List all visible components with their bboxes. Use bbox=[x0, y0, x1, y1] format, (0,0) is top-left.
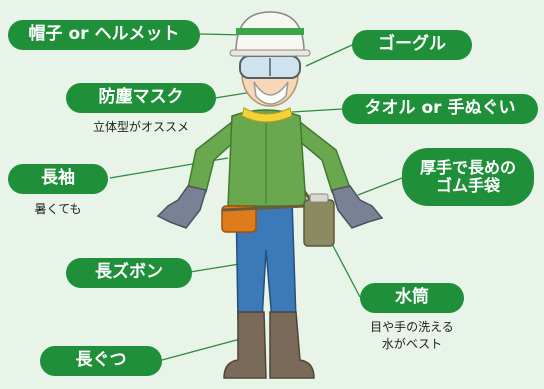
leader-lines bbox=[109, 33, 403, 361]
water-bottle-note-line1: 目や手の洗える bbox=[370, 320, 454, 334]
water-bottle-note: 目や手の洗える 水がベスト bbox=[354, 319, 470, 353]
long-sleeves-label: 長袖 bbox=[8, 164, 108, 194]
towel-shape bbox=[241, 107, 293, 123]
waist-belt bbox=[221, 204, 307, 212]
water-bottle-label: 水筒 bbox=[360, 283, 464, 313]
gloves-label-line2: ゴム手袋 bbox=[435, 176, 500, 195]
right-glove bbox=[331, 185, 384, 229]
goggles-label: ゴーグル bbox=[352, 30, 472, 60]
helmet-brim bbox=[229, 49, 311, 57]
left-boot bbox=[223, 311, 267, 379]
water-bottle-note-line2: 水がベスト bbox=[381, 336, 443, 351]
long-sleeves-note: 暑くても bbox=[34, 202, 82, 216]
dust-mask-note: 立体型がオススメ bbox=[92, 120, 189, 134]
dust-mask-label: 防塵マスク bbox=[66, 83, 216, 113]
right-sleeve bbox=[297, 120, 352, 193]
boots-label: 長ぐつ bbox=[40, 346, 162, 376]
water-bottle-cap bbox=[309, 193, 329, 203]
helmet-stripe bbox=[236, 28, 304, 35]
right-boot bbox=[269, 311, 315, 379]
helmet-label: 帽子 or ヘルメット bbox=[8, 20, 200, 50]
waist-pouch bbox=[221, 205, 257, 233]
towel-label: タオル or 手ぬぐい bbox=[342, 94, 538, 124]
gloves-label: 厚手で長めの ゴム手袋 bbox=[402, 148, 534, 206]
water-bottle-bag bbox=[303, 199, 335, 247]
mask-shape bbox=[253, 81, 289, 105]
long-pants-label: 長ズボン bbox=[66, 258, 192, 288]
gloves-label-line1: 厚手で長めの bbox=[419, 157, 516, 177]
shirt-shape bbox=[227, 109, 307, 207]
left-glove bbox=[156, 185, 207, 229]
